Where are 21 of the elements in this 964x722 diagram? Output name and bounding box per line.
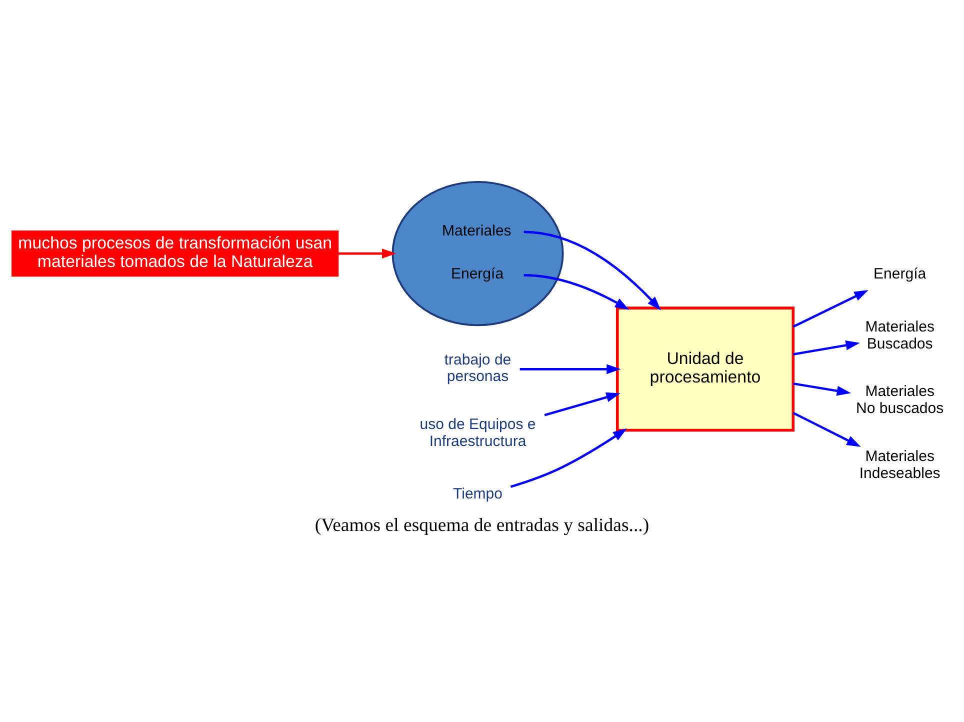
arrow bbox=[792, 412, 861, 447]
arrow bbox=[793, 382, 851, 396]
node-text: Materiales Indeseables bbox=[859, 448, 940, 482]
arrow bbox=[793, 340, 860, 356]
arrow bbox=[524, 230, 661, 310]
node-text: Materiales Buscados bbox=[865, 318, 934, 352]
arrow bbox=[792, 290, 868, 328]
node-box: muchos procesos de transformación usan materiales tomados de la Naturaleza bbox=[12, 230, 339, 277]
node-text: Tiempo bbox=[453, 486, 503, 503]
arrow bbox=[544, 392, 620, 416]
node-text: Energía bbox=[874, 266, 926, 283]
node-box: Unidad de procesamiento bbox=[616, 306, 795, 432]
node-text: trabajo de personas bbox=[444, 351, 512, 386]
node-text: Materiales No buscados bbox=[856, 383, 944, 418]
arrow bbox=[524, 274, 630, 310]
node-ellipse: Materiales Energía bbox=[392, 180, 564, 326]
node-text: uso de Equipos e Infraestructura bbox=[420, 416, 536, 450]
arrow bbox=[338, 248, 396, 258]
caption: (Veamos el esquema de entradas y salidas...) bbox=[314, 514, 650, 536]
arrow bbox=[510, 428, 628, 488]
arrow bbox=[520, 364, 621, 374]
